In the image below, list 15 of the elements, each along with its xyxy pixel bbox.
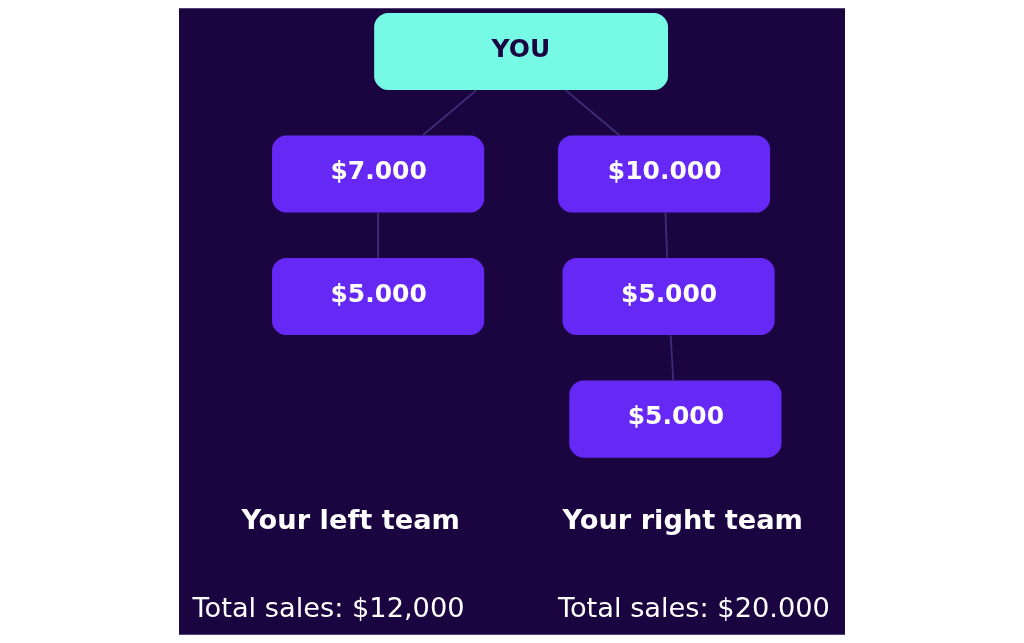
label: Total sales: $20.000 (557, 591, 830, 623)
label: Your right team (562, 504, 803, 536)
node-box: $7.000 (272, 135, 485, 213)
connector (664, 211, 669, 259)
node-box: $10.000 (557, 135, 771, 213)
label: Your left team (241, 504, 460, 536)
node-box: $5.000 (272, 257, 485, 336)
node-box: $5.000 (562, 257, 775, 336)
node-box: $5.000 (569, 380, 782, 458)
connector (377, 211, 380, 259)
label: Total sales: $12,000 (192, 591, 465, 623)
connector (421, 89, 478, 137)
node-box: YOU (374, 12, 668, 91)
connector (669, 334, 675, 382)
connector (565, 89, 621, 137)
